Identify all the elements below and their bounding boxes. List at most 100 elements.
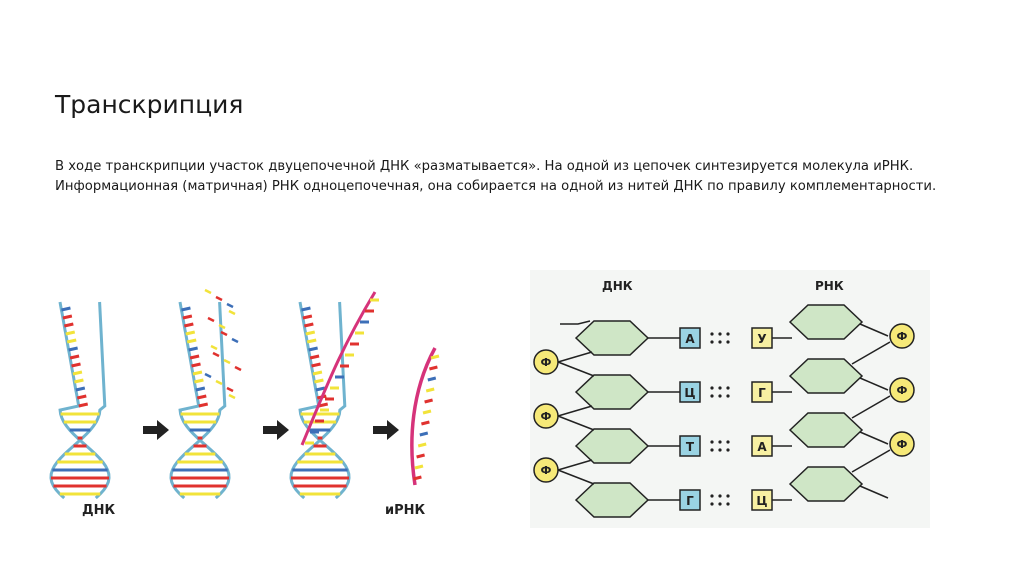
mrna-base — [414, 464, 424, 470]
dna-base-box — [679, 381, 701, 403]
dna-chain-link — [557, 351, 593, 363]
hydrogen-bond-dot — [726, 340, 730, 344]
mrna-base — [416, 453, 425, 459]
free-nucleotide — [210, 344, 218, 351]
hydrogen-bond-dot — [726, 448, 730, 452]
hydrogen-bond-dot — [710, 502, 714, 506]
base-tick — [192, 370, 203, 376]
mrna-molecule — [410, 347, 440, 486]
base-tick — [198, 402, 209, 408]
process-arrow — [263, 420, 289, 440]
mrna-base — [427, 376, 437, 382]
mrna-base — [419, 431, 429, 437]
phosphate-label: Ф — [541, 356, 552, 369]
phosphate-label: Ф — [897, 330, 908, 343]
mrna-base — [422, 409, 432, 415]
dna-chain-link — [557, 459, 593, 471]
hydrogen-bond-dot — [726, 440, 730, 444]
base-tick — [302, 314, 313, 320]
header-rna: РНК — [815, 279, 844, 293]
base-tick — [72, 370, 83, 376]
free-nucleotide — [226, 386, 234, 393]
hydrogen-bond-dot — [726, 394, 730, 398]
base-tick — [78, 402, 89, 408]
base-tick — [309, 354, 320, 360]
base-tick — [305, 330, 316, 336]
rna-chain-link — [859, 377, 889, 391]
dna-base-box — [679, 489, 701, 511]
rna-chain-link — [851, 341, 891, 365]
base-tick — [196, 394, 207, 400]
rna-base-letter: А — [757, 440, 767, 454]
rna-base-letter: У — [757, 332, 766, 346]
transcription-illustration: ДНК иРНК — [49, 288, 440, 518]
base-tick — [303, 322, 314, 328]
hydrogen-bond-dot — [718, 440, 722, 444]
rna-sugar — [788, 466, 864, 502]
rna-chain-link — [859, 323, 889, 337]
rna-phosphate — [889, 323, 915, 349]
hydrogen-bond-dot — [710, 386, 714, 390]
dna-backbone-strand — [169, 301, 227, 500]
base-tick — [314, 378, 324, 384]
rna-phosphate — [889, 431, 915, 457]
dna-base-letter: Г — [686, 494, 694, 508]
hydrogen-bond-dot — [718, 340, 722, 344]
mrna-base — [430, 354, 440, 360]
slide-paragraph: В ходе транскрипции участок двуцепочечно… — [55, 157, 975, 197]
base-tick — [312, 370, 323, 376]
base-tick — [308, 346, 318, 352]
hydrogen-bond-dot — [726, 494, 730, 498]
base-tick — [318, 402, 329, 408]
phosphate-label: Ф — [897, 438, 908, 451]
rna-chain-link — [859, 485, 889, 499]
base-tick — [306, 338, 317, 344]
base-tick — [186, 338, 197, 344]
mrna-base — [425, 387, 435, 393]
rna-chain-link — [851, 395, 891, 419]
free-nucleotide — [215, 295, 223, 302]
stage-3-helix — [289, 291, 379, 500]
base-tick — [62, 314, 73, 320]
hydrogen-bond-dot — [710, 332, 714, 336]
dna-base-box — [679, 435, 701, 457]
base-tick — [182, 314, 193, 320]
hydrogen-bond-dot — [726, 386, 730, 390]
mrna-base — [424, 398, 433, 404]
growing-mrna-strand — [300, 291, 377, 446]
base-tick — [181, 306, 191, 312]
hydrogen-bond-dot — [726, 332, 730, 336]
mrna-strand — [410, 347, 437, 486]
dna-chain-link — [560, 320, 591, 325]
free-nucleotide — [204, 288, 212, 295]
paragraph-line-1: В ходе транскрипции участок двуцепочечно… — [55, 159, 914, 174]
rna-phosphate — [889, 377, 915, 403]
rna-sugar — [788, 412, 864, 448]
stage-1-helix — [49, 301, 111, 500]
free-nucleotide — [215, 379, 223, 386]
dna-backbone-strand — [289, 301, 347, 500]
hydrogen-bond-dot — [710, 440, 714, 444]
base-tick — [189, 354, 200, 360]
label-dna: ДНК — [82, 503, 115, 518]
process-arrow — [373, 420, 399, 440]
hydrogen-bond-dot — [718, 494, 722, 498]
dna-chain-link — [557, 361, 595, 377]
base-tick — [195, 386, 206, 392]
base-tick — [63, 322, 74, 328]
base-tick — [191, 362, 201, 368]
base-tick — [188, 346, 198, 352]
free-nucleotide — [218, 323, 226, 330]
free-nucleotide — [207, 316, 215, 323]
hydrogen-bond-dot — [718, 332, 722, 336]
base-tick — [75, 386, 86, 392]
hydrogen-bond-dot — [726, 502, 730, 506]
phosphate-label: Ф — [897, 384, 908, 397]
free-nucleotide — [231, 337, 239, 344]
mrna-base — [413, 475, 422, 481]
dna-chain-link — [557, 469, 595, 485]
base-tick — [71, 362, 81, 368]
free-nucleotide — [223, 358, 231, 365]
